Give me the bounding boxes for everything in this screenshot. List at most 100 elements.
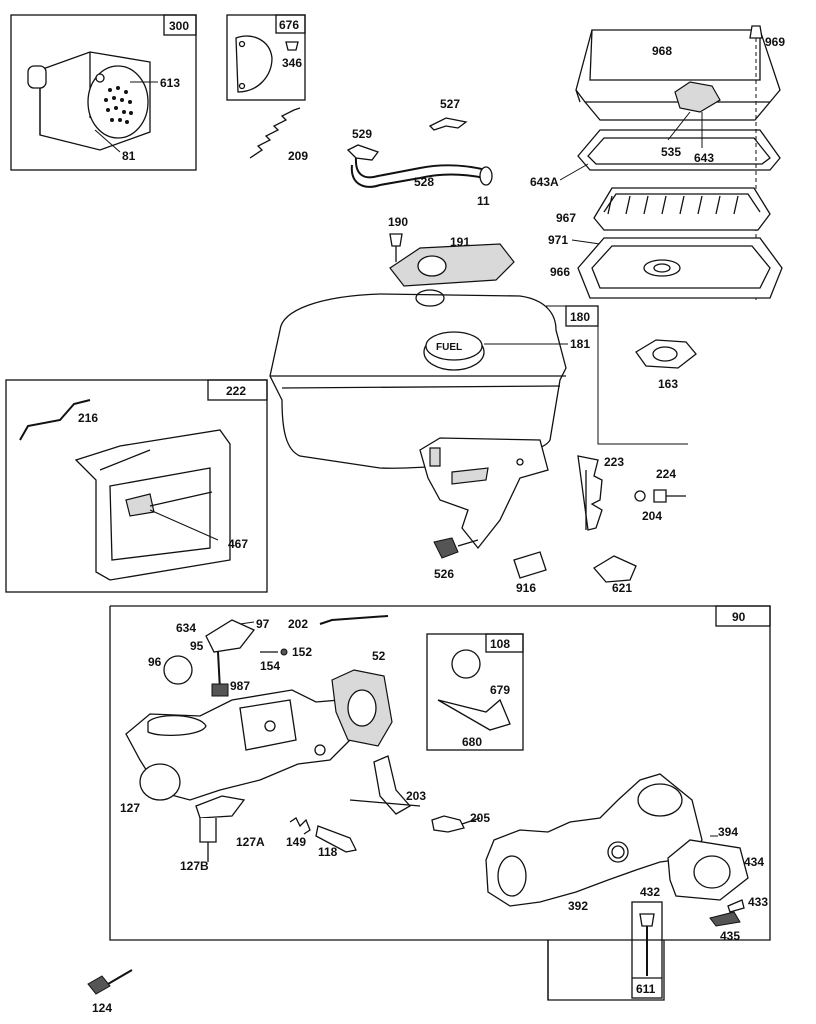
deflector-box: [226, 14, 306, 101]
deflector-plate: [235, 35, 273, 93]
choke-box-tag: [485, 633, 524, 653]
screw-gasket-group: 190 191: [388, 215, 515, 287]
screw-969: [749, 25, 763, 39]
callout-634: 634: [176, 621, 196, 635]
callout-611: 611: [636, 982, 656, 996]
deflector-group: 676 346: [226, 14, 306, 101]
callout-987: 987: [230, 679, 250, 693]
callout-535: 535: [661, 145, 681, 159]
lever-203: [373, 755, 412, 815]
callout-679: 679: [490, 683, 510, 697]
governor-link-group: 223 224 204: [577, 455, 686, 531]
callout-181: 181: [570, 337, 590, 351]
callout-209: 209: [288, 149, 308, 163]
callout-643: 643: [694, 151, 714, 165]
bolt-124-group: 124: [87, 969, 133, 1015]
callout-204: 204: [642, 509, 662, 523]
air-cleaner-group: 968 969 535 643 643A 967 971 966: [530, 25, 785, 300]
gasket-191: [389, 243, 515, 287]
spring-209: 209: [249, 107, 308, 163]
throttle-plate: [163, 655, 193, 685]
clip-621: [593, 555, 637, 583]
gasket-643A: [577, 129, 781, 171]
callout-224: 224: [656, 467, 676, 481]
choke-shaft: [437, 698, 511, 731]
control-plate-group: 222 216 467: [5, 379, 268, 593]
callout-11: 11: [477, 194, 490, 208]
callout-97: 97: [256, 617, 270, 631]
carburetor-box-tag: [715, 605, 771, 627]
callout-392: 392: [568, 899, 588, 913]
muffler-box-tag: [163, 14, 197, 36]
fuel-tank-box-tag: [565, 305, 599, 327]
callout-528: 528: [414, 175, 434, 189]
muffler-drawing: [27, 51, 151, 151]
callout-216: 216: [78, 411, 98, 425]
muffler-box: [10, 14, 197, 171]
callout-613: 613: [160, 76, 180, 90]
spring-149: [289, 817, 311, 835]
link-202: [319, 615, 389, 625]
callout-203: 203: [406, 789, 426, 803]
callout-529: 529: [352, 127, 372, 141]
callout-676: 676: [279, 18, 299, 32]
muffler-group: 300 613 81: [10, 14, 197, 171]
callout-95: 95: [190, 639, 204, 653]
callout-108: 108: [490, 637, 510, 651]
callout-127A: 127A: [236, 835, 265, 849]
bolt-526: [433, 537, 459, 559]
breather-tube-group: 527 529 528 11: [346, 97, 493, 208]
callout-643A: 643A: [530, 175, 559, 189]
gasket-163: [635, 339, 697, 369]
callout-968: 968: [652, 44, 672, 58]
carburetor-body: [125, 689, 351, 801]
callout-152: 152: [292, 645, 312, 659]
nozzle-127B: [199, 818, 217, 843]
callout-680: 680: [462, 735, 482, 749]
carburetor-group: 90 108 679 680 634 97 202 95 96 987 152 …: [109, 605, 771, 1001]
washer-224: [634, 490, 646, 502]
bracket-223: [577, 455, 603, 531]
callout-969: 969: [765, 35, 785, 49]
callout-180: 180: [570, 310, 590, 324]
callout-526: 526: [434, 567, 454, 581]
callout-467: 467: [228, 537, 248, 551]
screw-204: [653, 489, 686, 503]
filter-967: [593, 187, 771, 231]
callout-434: 434: [744, 855, 764, 869]
callout-202: 202: [288, 617, 308, 631]
small-parts-group: 526 916 621: [433, 537, 637, 595]
callout-433: 433: [748, 895, 768, 909]
screw-435: [709, 911, 741, 927]
clamp-527: [428, 117, 468, 131]
fuel-tank: [269, 293, 567, 469]
link-216: [19, 399, 91, 441]
pin-205: [431, 815, 465, 833]
callout-52: 52: [372, 649, 386, 663]
breather-tube: [350, 164, 486, 188]
gasket-127A: [195, 795, 246, 819]
callout-118: 118: [318, 845, 338, 859]
cover-394: [667, 839, 749, 901]
throttle-lever: [205, 619, 256, 653]
screw-118: [315, 825, 357, 853]
tank-bracket: [419, 437, 549, 550]
choke-box: [426, 633, 524, 751]
choke-plate: [451, 649, 481, 679]
needle-box: [631, 901, 663, 999]
bolt-124: [87, 975, 111, 995]
callout-190: 190: [388, 215, 408, 229]
callout-300: 300: [169, 19, 189, 33]
callout-81: 81: [122, 149, 136, 163]
callout-967: 967: [556, 211, 576, 225]
clip-916: [513, 551, 547, 579]
callout-971: 971: [548, 233, 568, 247]
callout-96: 96: [148, 655, 162, 669]
callout-127B: 127B: [180, 859, 209, 873]
fuel-tank-group: FUEL 180 181: [269, 289, 688, 550]
screw-190: [389, 233, 403, 247]
callout-527: 527: [440, 97, 460, 111]
gasket-163-group: 163: [635, 339, 697, 391]
spring-433: [727, 899, 745, 913]
